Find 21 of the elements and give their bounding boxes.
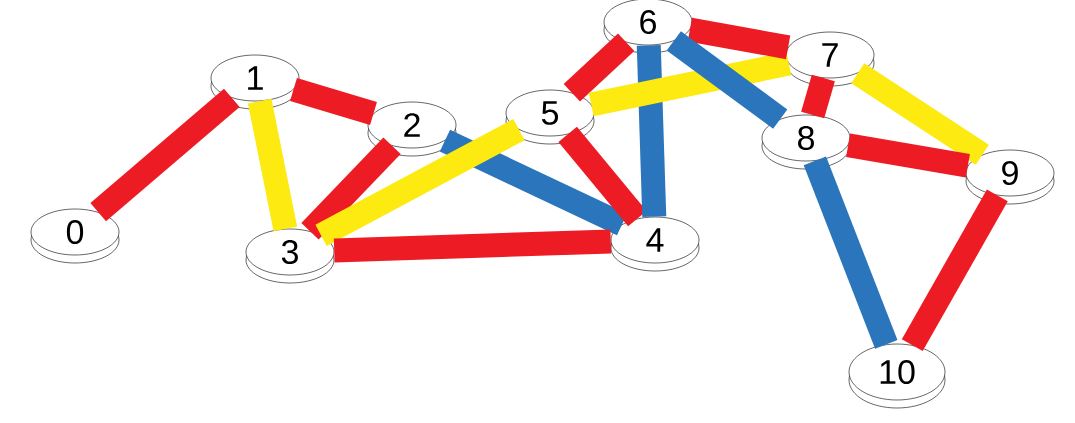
band (563, 33, 635, 102)
band (636, 44, 667, 218)
numbered-disc: 5 (505, 89, 595, 145)
band (301, 137, 401, 240)
numbered-disc: 0 (30, 208, 120, 264)
band (687, 17, 791, 60)
numbered-disc: 4 (610, 216, 700, 272)
numbered-disc: 10 (848, 343, 946, 409)
numbered-disc: 8 (761, 114, 851, 170)
numbered-disc: 1 (210, 54, 300, 110)
numbered-disc: 6 (603, 0, 693, 54)
band (315, 119, 525, 246)
numbered-disc: 2 (367, 101, 457, 157)
band (851, 63, 989, 165)
band (901, 189, 1008, 352)
numbered-disc: 9 (965, 149, 1055, 205)
numbered-disc: 7 (785, 31, 875, 87)
numbered-disc: 3 (245, 228, 335, 284)
band (666, 31, 788, 129)
band (90, 88, 240, 222)
band (333, 229, 612, 263)
